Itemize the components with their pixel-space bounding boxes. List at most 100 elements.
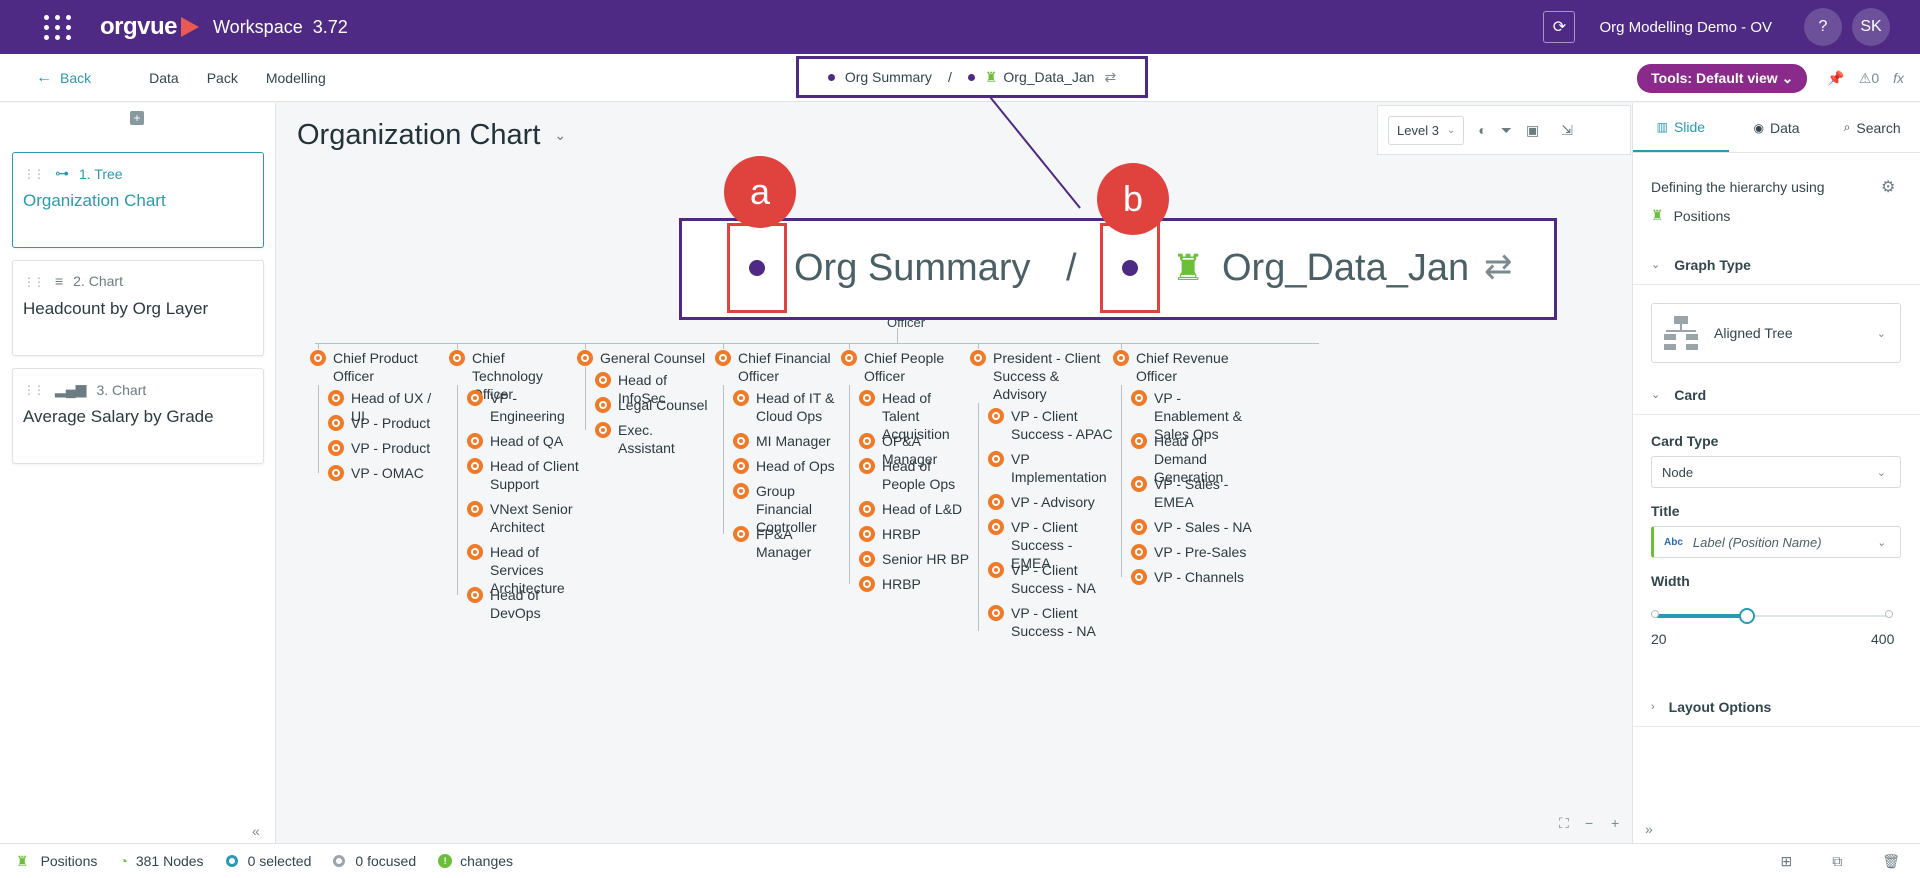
org-node[interactable]: VP - Product xyxy=(328,439,444,457)
org-node[interactable]: VP - Pre-Sales xyxy=(1131,543,1257,561)
app-launcher-icon[interactable] xyxy=(38,7,78,47)
org-node[interactable]: Head of Demand Generation xyxy=(1131,432,1257,486)
org-node[interactable]: Head of Ops xyxy=(733,457,839,475)
user-avatar[interactable]: SK xyxy=(1852,8,1890,46)
org-node[interactable]: Head of Talent Acquisition xyxy=(859,389,970,443)
org-node[interactable]: Head of DevOps xyxy=(467,586,583,622)
width-slider-track[interactable] xyxy=(1657,615,1889,617)
nav-item-data[interactable]: Data xyxy=(149,69,179,86)
slide-card-1[interactable]: ⋮⋮ ⊶ 1. Tree Organization Chart xyxy=(12,152,264,248)
org-node[interactable]: VNext Senior Architect xyxy=(467,500,583,536)
org-node[interactable]: Senior HR BP xyxy=(859,550,970,568)
formula-icon[interactable]: fx xyxy=(1893,70,1904,86)
drag-handle-icon[interactable]: ⋮⋮ xyxy=(23,383,45,397)
org-node[interactable]: Head of Client Support xyxy=(467,457,583,493)
add-slide-icon[interactable]: + xyxy=(130,111,144,125)
status-dimension[interactable]: ♜ Positions xyxy=(16,853,97,870)
pin-icon[interactable]: 📌 xyxy=(1827,69,1845,86)
org-node-head[interactable]: Chief People Officer xyxy=(841,349,966,385)
org-node[interactable]: VP Implementation xyxy=(988,450,1114,486)
orgvue-logo[interactable]: orgvue xyxy=(100,13,200,41)
help-button[interactable]: ? xyxy=(1804,8,1842,46)
nav-item-modelling[interactable]: Modelling xyxy=(265,69,326,86)
org-node[interactable]: VP - Product xyxy=(328,414,444,432)
card-type-select[interactable]: Node ⌄ xyxy=(1651,456,1901,488)
palette-icon[interactable]: ◐ xyxy=(1478,122,1487,138)
gear-icon[interactable]: ⚙ xyxy=(1881,179,1896,196)
org-node[interactable]: Head of InfoSec xyxy=(595,371,711,407)
org-node-head[interactable]: Chief Product Officer xyxy=(310,349,440,385)
org-node[interactable]: FP&A Manager xyxy=(733,525,839,561)
export-icon[interactable]: ⇲ xyxy=(1561,121,1573,138)
tab-search[interactable]: ⌕Search xyxy=(1824,103,1920,152)
filter-icon[interactable]: ⏷ xyxy=(1500,121,1512,138)
nav-item-pack[interactable]: Pack xyxy=(206,69,238,86)
org-node[interactable]: Exec. Assistant xyxy=(595,421,711,457)
width-slider-handle[interactable] xyxy=(1739,608,1756,624)
org-node-head[interactable]: President - Client Success & Advisory xyxy=(970,349,1110,403)
org-node[interactable]: VP - Channels xyxy=(1131,568,1257,586)
delete-icon[interactable]: 🗑 xyxy=(1882,852,1900,869)
tab-slide[interactable]: ▥Slide xyxy=(1633,103,1729,152)
org-node[interactable]: VP - Advisory xyxy=(988,493,1114,511)
org-node-head[interactable]: Chief Technology Officer xyxy=(449,349,579,403)
org-node[interactable]: HRBP xyxy=(859,575,970,593)
zoom-in-icon[interactable]: + xyxy=(1611,815,1620,831)
org-node[interactable]: VP - Client Success - NA xyxy=(988,604,1114,640)
status-selected[interactable]: 0 selected xyxy=(225,853,311,869)
drag-handle-icon[interactable]: ⋮⋮ xyxy=(23,275,45,289)
org-node[interactable]: Head of QA xyxy=(467,432,583,450)
org-node-head[interactable]: Chief Financial Officer xyxy=(715,349,835,385)
status-nodes[interactable]: ◔ 381 Nodes xyxy=(119,853,203,869)
drag-handle-icon[interactable]: ⋮⋮ xyxy=(23,167,45,181)
org-node[interactable]: Legal Counsel xyxy=(595,396,711,414)
back-button[interactable]: ← Back xyxy=(36,69,91,87)
fit-screen-icon[interactable]: ⛶ xyxy=(1559,815,1569,831)
breadcrumb-dataset[interactable]: Org_Data_Jan xyxy=(1003,69,1095,85)
refresh-icon[interactable]: ⇄ xyxy=(1104,68,1117,85)
org-node[interactable]: VP - OMAC xyxy=(328,464,444,482)
org-node[interactable]: VP - Client Success - APAC xyxy=(988,407,1114,443)
org-node[interactable]: VP - Enablement & Sales Ops xyxy=(1131,389,1257,443)
collapse-right-icon[interactable]: » xyxy=(1645,821,1653,837)
org-node[interactable]: VP - Engineering xyxy=(467,389,583,425)
org-node-head[interactable]: General Counsel xyxy=(577,349,707,367)
org-node[interactable]: Head of Services Architecture xyxy=(467,543,583,597)
org-node[interactable]: VP - Sales - EMEA xyxy=(1131,475,1257,511)
org-node[interactable]: VP - Sales - NA xyxy=(1131,518,1257,536)
org-node[interactable]: Head of IT & Cloud Ops xyxy=(733,389,839,425)
tools-view-button[interactable]: Tools: Default view ⌄ xyxy=(1637,63,1808,93)
status-focused[interactable]: 0 focused xyxy=(333,853,416,869)
org-node[interactable]: Head of People Ops xyxy=(859,457,970,493)
org-name[interactable]: Org Modelling Demo - OV xyxy=(1599,18,1772,36)
graph-type-section[interactable]: ⌄ Graph Type xyxy=(1633,245,1920,285)
layout-options-section[interactable]: › Layout Options xyxy=(1633,687,1920,727)
card-section[interactable]: ⌄ Card xyxy=(1633,375,1920,415)
sync-button[interactable]: ⟳ xyxy=(1543,11,1576,43)
org-node[interactable]: HRBP xyxy=(859,525,970,543)
org-node[interactable]: OP&A Manager xyxy=(859,432,970,468)
level-select[interactable]: Level 3 ⌄ xyxy=(1388,115,1465,145)
graph-type-select[interactable]: Aligned Tree ⌄ xyxy=(1651,303,1901,363)
org-node-head[interactable]: Chief Revenue Officer xyxy=(1113,349,1253,385)
org-node[interactable]: Group Financial Controller xyxy=(733,482,839,536)
title-select[interactable]: Abc Label (Position Name) ⌄ xyxy=(1651,526,1901,558)
tab-data[interactable]: ◉Data xyxy=(1729,103,1825,152)
status-changes[interactable]: ! changes xyxy=(438,853,513,869)
collapse-left-icon[interactable]: « xyxy=(252,823,260,839)
breadcrumb-summary[interactable]: Org Summary xyxy=(844,69,932,85)
org-node[interactable]: VP - Client Success - NA xyxy=(988,561,1114,597)
layers-icon[interactable]: ▣ xyxy=(1525,121,1540,138)
add-node-icon[interactable]: ⊞ xyxy=(1780,852,1793,869)
zoom-out-icon[interactable]: − xyxy=(1585,815,1594,831)
duplicate-icon[interactable]: ⧉ xyxy=(1832,852,1843,869)
hierarchy-dimension[interactable]: ♜ Positions xyxy=(1651,207,1730,224)
slide-card-2[interactable]: ⋮⋮ ≡ 2. Chart Headcount by Org Layer xyxy=(12,260,264,356)
alert-icon[interactable]: ⚠0 xyxy=(1858,69,1880,86)
org-node[interactable]: Head of L&D xyxy=(859,500,970,518)
org-node[interactable]: MI Manager xyxy=(733,432,839,450)
org-node[interactable]: Head of UX / UI xyxy=(328,389,444,425)
org-node[interactable]: VP - Client Success - EMEA xyxy=(988,518,1114,572)
page-title[interactable]: Organization Chart ⌄ xyxy=(297,119,566,152)
slide-card-3[interactable]: ⋮⋮ ▂▄▆ 3. Chart Average Salary by Grade xyxy=(12,368,264,464)
